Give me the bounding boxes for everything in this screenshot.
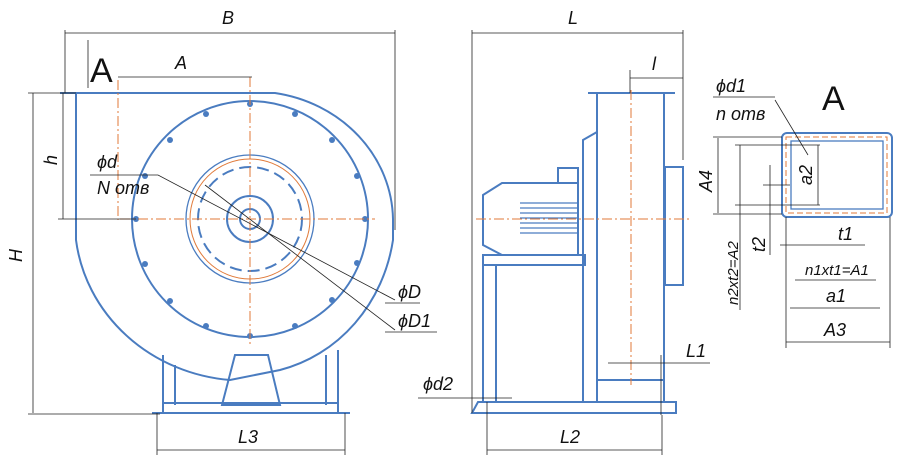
dim-L3-label: L3: [238, 427, 258, 447]
housing-spiral: [60, 92, 394, 382]
side-dimensions: [418, 30, 710, 455]
centerlines: [117, 77, 375, 345]
dim-n1t1-label: n1xt1=A1: [805, 262, 869, 279]
dim-A-label: A: [174, 53, 187, 73]
dimensions: [28, 30, 437, 455]
hole-count-label: n отв: [716, 104, 765, 124]
dim-A4-label: A4: [696, 170, 716, 193]
outlet-flange: [781, 132, 893, 218]
dim-D1-label: ϕD1: [398, 311, 431, 331]
flange-bolt-line: [785, 136, 888, 214]
dim-H-label: H: [6, 248, 26, 262]
detail-a-title: A: [822, 80, 845, 118]
support-frame: [152, 350, 350, 414]
dim-t2-label: t2: [749, 237, 769, 252]
dim-l-label: l: [652, 54, 657, 74]
dim-L1-label: L1: [686, 341, 706, 361]
hole-count-label: N отв: [97, 178, 149, 198]
dim-D-label: ϕD: [398, 282, 421, 302]
dim-a2-label: a2: [796, 165, 816, 185]
dim-h-label: h: [41, 155, 61, 165]
side-centerlines: [476, 90, 690, 385]
dim-A3-label: A3: [823, 320, 846, 340]
dim-a1-label: a1: [826, 286, 846, 306]
bolt-holes: [133, 101, 368, 339]
motor-stand: [470, 254, 677, 414]
motor: [482, 167, 579, 256]
dim-t1-label: t1: [838, 224, 853, 244]
dim-B-label: B: [222, 8, 234, 28]
outlet-opening: [790, 140, 884, 210]
fan-casing: [582, 92, 684, 403]
side-view: L l L1 L2 ϕd2: [418, 8, 710, 455]
detail-a: A ϕd1 n отв A4 a2 t2 n2xt2=A2 t1 n1xt1=A…: [696, 76, 893, 348]
dim-L2-label: L2: [560, 427, 580, 447]
hole-d1-label: ϕd1: [716, 76, 746, 96]
detail-dimensions: [713, 96, 891, 348]
hole-d-label: ϕd: [97, 152, 118, 172]
dim-L-label: L: [568, 8, 578, 28]
hole-d2-label: ϕd2: [423, 374, 453, 394]
front-view: A B A H h ϕd N отв ϕD ϕD1 L3: [6, 8, 437, 455]
dim-n2t2-label: n2xt2=A2: [725, 241, 742, 305]
section-mark: A: [90, 52, 113, 90]
